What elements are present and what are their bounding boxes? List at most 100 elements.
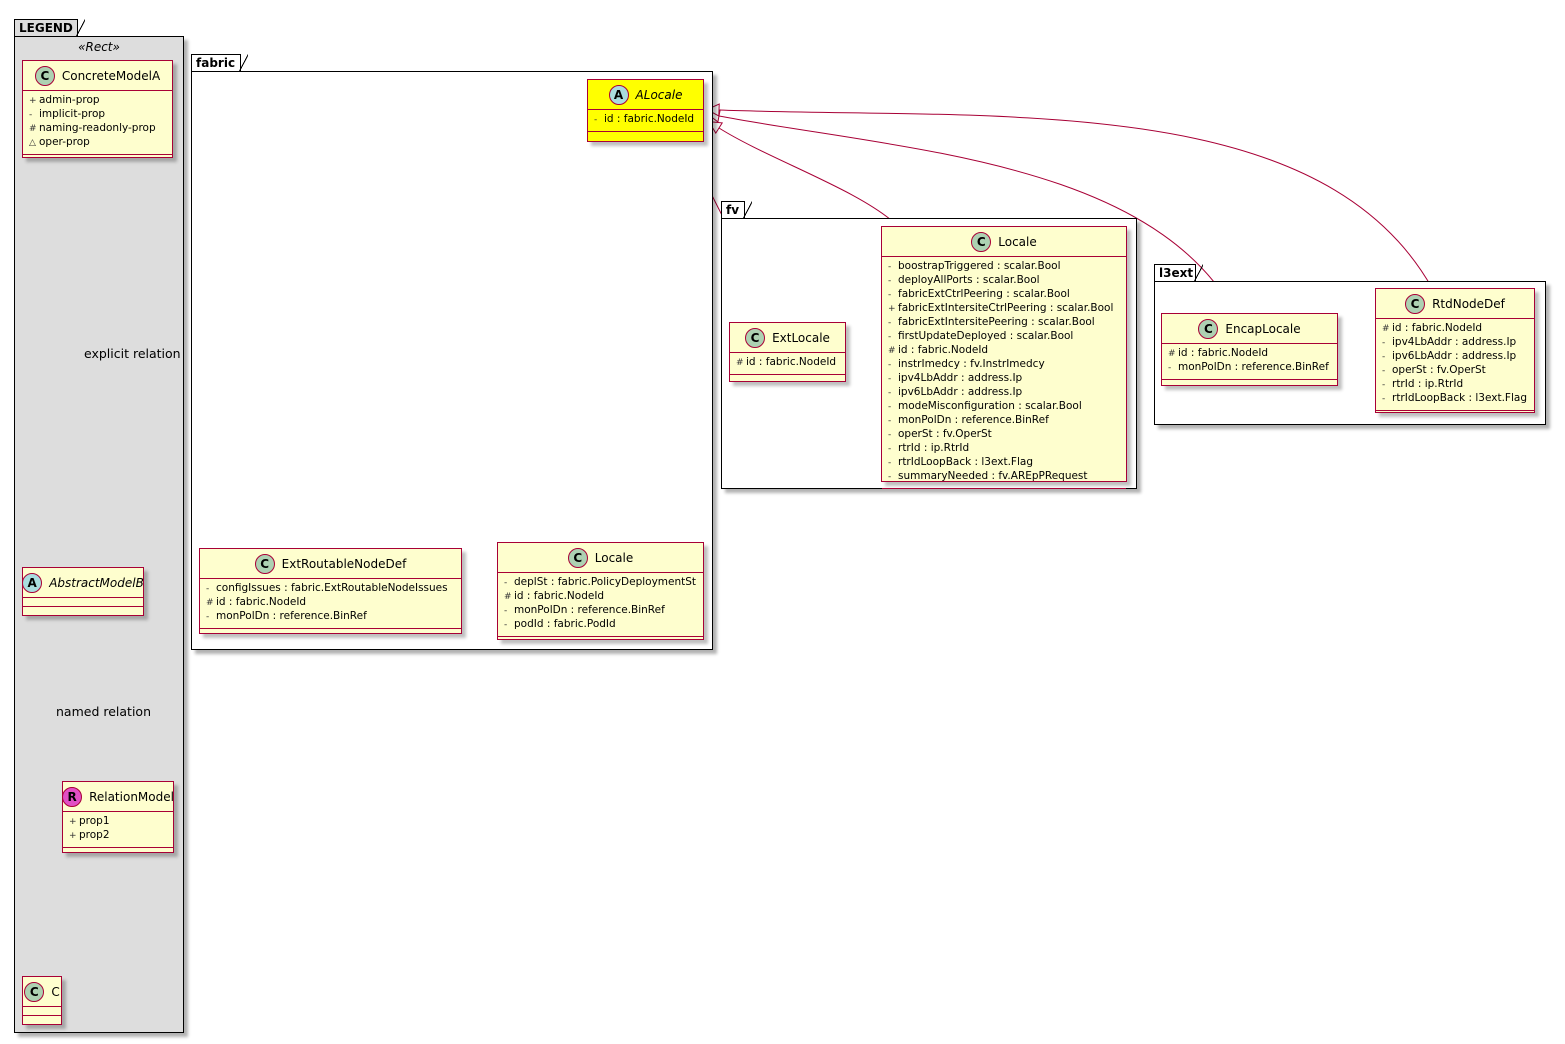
attribute-text: id : fabric.NodeId <box>604 113 695 125</box>
attribute-text: summaryNeeded : fv.AREpPRequest <box>898 470 1088 482</box>
visibility-icon: - <box>1382 380 1386 390</box>
class-attribute: -configIssues : fabric.ExtRoutableNodeIs… <box>206 582 457 596</box>
attributes-compartment <box>23 1007 61 1015</box>
class-attribute: -monPolDn : reference.BinRef <box>504 604 699 618</box>
inherit-encaplocale <box>719 116 1236 314</box>
attribute-text: rtrIdLoopBack : l3ext.Flag <box>1392 392 1527 404</box>
class-name: RtdNodeDef <box>1432 296 1505 311</box>
visibility-icon: - <box>888 458 892 468</box>
class-attribute: #naming-readonly-prop <box>29 122 168 136</box>
visibility-icon: # <box>1168 349 1176 359</box>
visibility-icon: - <box>888 332 892 342</box>
class-name: ALocale <box>635 87 683 102</box>
class-attribute: -rtrIdLoopBack : l3ext.Flag <box>1382 392 1530 406</box>
visibility-icon: # <box>736 358 744 368</box>
class-attribute: -rtrIdLoopBack : l3ext.Flag <box>888 456 1122 470</box>
class-rtd-node-def[interactable]: C RtdNodeDef #id : fabric.NodeId-ipv4LbAdd… <box>1375 288 1535 413</box>
visibility-icon: △ <box>29 138 36 148</box>
attribute-text: ipv4LbAddr : address.Ip <box>898 372 1023 384</box>
attribute-text: id : fabric.NodeId <box>1178 347 1269 359</box>
attribute-text: operSt : fv.OperSt <box>898 428 992 440</box>
attribute-text: monPolDn : reference.BinRef <box>216 610 367 622</box>
class-attribute: -monPolDn : reference.BinRef <box>206 610 457 624</box>
class-attribute: -operSt : fv.OperSt <box>888 428 1122 442</box>
class-type-badge-icon: C <box>34 65 55 86</box>
class-type-badge-icon: C <box>254 553 275 574</box>
class-attribute: +fabricExtIntersiteCtrlPeering : scalar.… <box>888 302 1122 316</box>
visibility-icon: - <box>888 374 892 384</box>
class-attribute: #id : fabric.NodeId <box>736 356 841 370</box>
class-name: Locale <box>998 234 1037 249</box>
visibility-icon: - <box>888 360 892 370</box>
class-attributes: #id : fabric.NodeId-ipv4LbAddr : address… <box>1376 319 1534 410</box>
class-name: ExtRoutableNodeDef <box>281 556 407 571</box>
attribute-text: admin-prop <box>39 94 100 106</box>
visibility-icon: # <box>29 124 37 134</box>
class-ext-routable-node-def[interactable]: C ExtRoutableNodeDef -configIssues : fabri… <box>199 548 462 634</box>
class-name: ExtLocale <box>772 330 830 345</box>
attribute-text: id : fabric.NodeId <box>216 596 307 608</box>
visibility-icon: - <box>504 606 508 616</box>
class-attribute: +prop1 <box>69 815 169 829</box>
class-header: C RtdNodeDef <box>1376 289 1534 319</box>
class-attribute: -boostrapTriggered : scalar.Bool <box>888 260 1122 274</box>
visibility-icon: - <box>1382 352 1386 362</box>
class-attribute: -monPolDn : reference.BinRef <box>1168 361 1333 375</box>
attribute-text: configIssues : fabric.ExtRoutableNodeIss… <box>216 582 448 594</box>
class-type-badge-icon: C <box>567 547 588 568</box>
methods-compartment <box>23 606 143 615</box>
attribute-text: ipv4LbAddr : address.Ip <box>1392 336 1517 348</box>
class-alocale[interactable]: A ALocale -id : fabric.NodeId <box>587 79 704 142</box>
class-attribute: -monPolDn : reference.BinRef <box>888 414 1122 428</box>
attribute-text: ipv6LbAddr : address.Ip <box>898 386 1023 398</box>
visibility-icon: + <box>69 817 77 827</box>
visibility-icon: - <box>1382 366 1386 376</box>
class-attribute: #id : fabric.NodeId <box>888 344 1122 358</box>
visibility-icon: + <box>69 831 77 841</box>
methods-compartment <box>200 628 461 637</box>
class-attribute: -deployAllPorts : scalar.Bool <box>888 274 1122 288</box>
visibility-icon: - <box>504 578 508 588</box>
attribute-text: prop1 <box>79 815 110 827</box>
class-attributes: +prop1+prop2 <box>63 812 173 847</box>
class-type-badge-icon: C <box>24 981 45 1002</box>
class-attribute: #id : fabric.NodeId <box>206 596 457 610</box>
methods-compartment <box>1376 410 1534 419</box>
visibility-icon: - <box>888 416 892 426</box>
class-attribute: -operSt : fv.OperSt <box>1382 364 1530 378</box>
class-type-badge-icon: R <box>62 786 83 807</box>
visibility-icon: - <box>888 276 892 286</box>
attribute-text: oper-prop <box>39 136 90 148</box>
class-type-badge-icon: A <box>608 84 629 105</box>
class-attribute: #id : fabric.NodeId <box>504 590 699 604</box>
visibility-icon: - <box>29 110 33 120</box>
class-attributes: -deplSt : fabric.PolicyDeploymentSt#id :… <box>498 573 703 636</box>
class-attribute: -fabricExtIntersitePeering : scalar.Bool <box>888 316 1122 330</box>
class-attribute: -id : fabric.NodeId <box>594 113 699 127</box>
attribute-text: fabricExtIntersitePeering : scalar.Bool <box>898 316 1095 328</box>
attribute-text: rtrIdLoopBack : l3ext.Flag <box>898 456 1033 468</box>
class-type-badge-icon: C <box>1405 293 1426 314</box>
attribute-text: implicit-prop <box>39 108 106 120</box>
package-fv-title: fv <box>721 201 752 220</box>
visibility-icon: # <box>1382 324 1390 334</box>
attribute-text: fabricExtIntersiteCtrlPeering : scalar.B… <box>898 302 1114 314</box>
attribute-text: rtrId : ip.RtrId <box>898 442 970 454</box>
class-attribute: -ipv6LbAddr : address.Ip <box>1382 350 1530 364</box>
class-attributes: +admin-prop-implicit-prop#naming-readonl… <box>23 91 172 154</box>
named-relation-label: named relation <box>56 704 151 719</box>
